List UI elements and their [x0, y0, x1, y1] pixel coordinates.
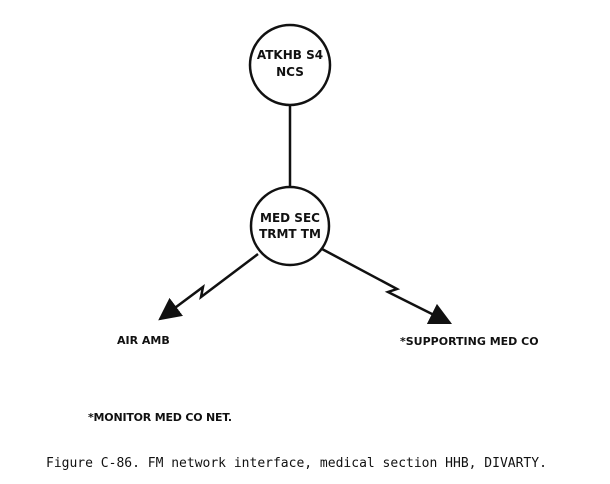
radio-link-left	[158, 253, 259, 321]
footnote: *MONITOR MED CO NET.	[88, 411, 232, 424]
node-label-line2: NCS	[276, 65, 304, 79]
node-circle	[249, 185, 331, 267]
endpoint-supporting-med-co: *SUPPORTING MED CO	[400, 335, 539, 348]
node-circle	[248, 23, 332, 107]
node-label-line2: TRMT TM	[259, 227, 321, 241]
node-label-line1: ATKHB S4	[257, 48, 323, 62]
node-med-sec-trmt-tm: MED SEC TRMT TM	[249, 185, 331, 267]
radio-link-right	[321, 247, 453, 325]
node-label-line1: MED SEC	[260, 211, 320, 225]
figure-caption: Figure C-86. FM network interface, medic…	[46, 456, 547, 471]
endpoint-air-amb: AIR AMB	[117, 334, 170, 347]
node-atkhb-s4-ncs: ATKHB S4 NCS	[248, 23, 332, 107]
